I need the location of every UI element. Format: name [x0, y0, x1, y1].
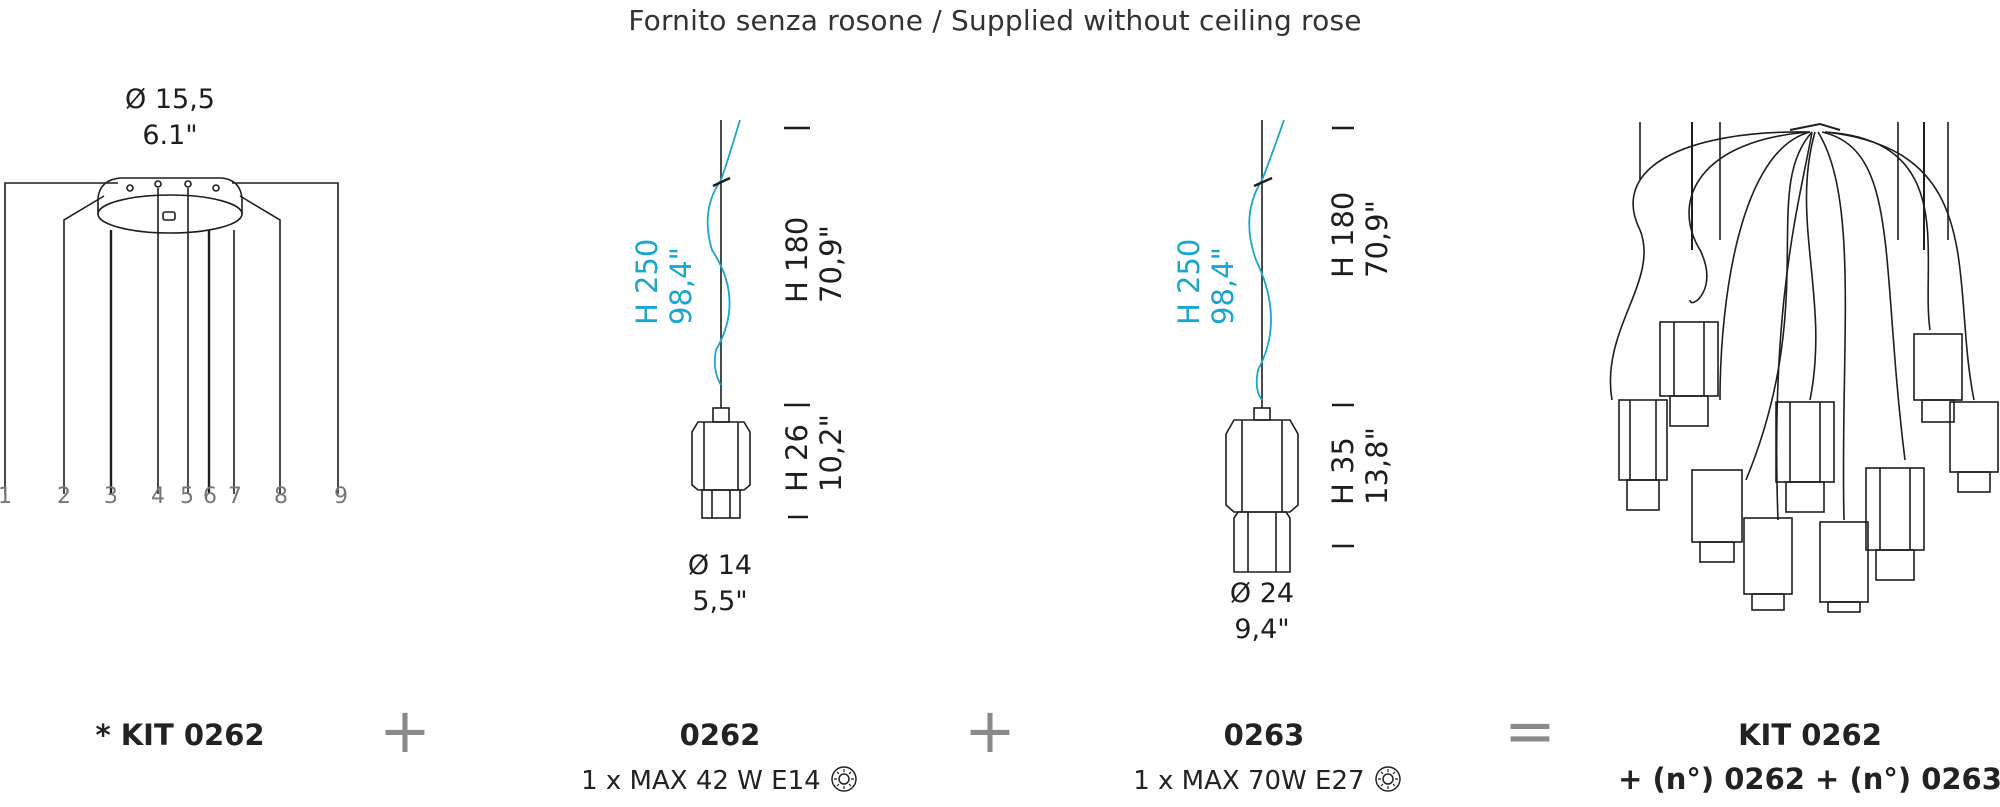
wire-number: 1 — [0, 484, 12, 509]
product-code-0263: 0263 — [1223, 718, 1305, 752]
dimmer-icon — [1375, 766, 1401, 792]
wire-number: 3 — [104, 484, 118, 509]
kit-code: * KIT 0262 — [95, 718, 265, 752]
ceiling-rose-diagram — [4, 177, 339, 494]
lamp-diameter-cm: Ø 24 — [1229, 578, 1295, 609]
wire-number: 2 — [57, 484, 71, 509]
wire-number: 6 — [203, 484, 217, 509]
result-kit-composition: + (n°) 0262 + (n°) 0263 — [1618, 762, 2000, 796]
lamp-diameter-in: 9,4" — [1234, 614, 1290, 645]
cable-height-in: 98,4" — [1206, 247, 1240, 325]
wire-number: 7 — [228, 484, 242, 509]
body-height-in: 10,2" — [814, 414, 848, 492]
chandelier-cluster-drawing — [1609, 122, 1999, 613]
rose-diameter-in: 6.1" — [142, 120, 198, 151]
result-kit-code: KIT 0262 — [1738, 718, 1882, 752]
product-spec-0263: 1 x MAX 70W E27 — [1108, 764, 1428, 796]
lamp-diameter-in: 5,5" — [692, 586, 748, 617]
rose-diameter-cm: Ø 15,5 — [125, 84, 215, 115]
body-height-cm: H 26 — [780, 424, 814, 492]
lamp-diameter-cm: Ø 14 — [687, 550, 753, 581]
pendant-0263-drawing — [1225, 119, 1354, 573]
wire-number: 5 — [180, 484, 194, 509]
wire-number: 4 — [151, 484, 165, 509]
product-spec-0262: 1 x MAX 42 W E14 — [560, 764, 880, 796]
page-title: Fornito senza rosone / Supplied without … — [628, 4, 1362, 37]
body-height-in: 13,8" — [1360, 427, 1394, 505]
wire-number: 8 — [274, 484, 288, 509]
pendant-0262-drawing — [691, 119, 810, 519]
drop-height-in: 70,9" — [814, 225, 848, 303]
product-code-0262: 0262 — [679, 718, 761, 752]
plus-operator: + — [964, 694, 1016, 767]
cable-height-cm: H 250 — [630, 238, 664, 325]
drop-height-cm: H 180 — [1326, 191, 1360, 278]
cable-height-in: 98,4" — [664, 247, 698, 325]
wire-number: 9 — [334, 484, 348, 509]
cable-height-cm: H 250 — [1172, 238, 1206, 325]
equals-operator: = — [1504, 694, 1556, 767]
drop-height-cm: H 180 — [780, 216, 814, 303]
plus-operator: + — [379, 694, 431, 767]
dimmer-icon — [831, 766, 857, 792]
drop-height-in: 70,9" — [1360, 200, 1394, 278]
body-height-cm: H 35 — [1326, 437, 1360, 505]
